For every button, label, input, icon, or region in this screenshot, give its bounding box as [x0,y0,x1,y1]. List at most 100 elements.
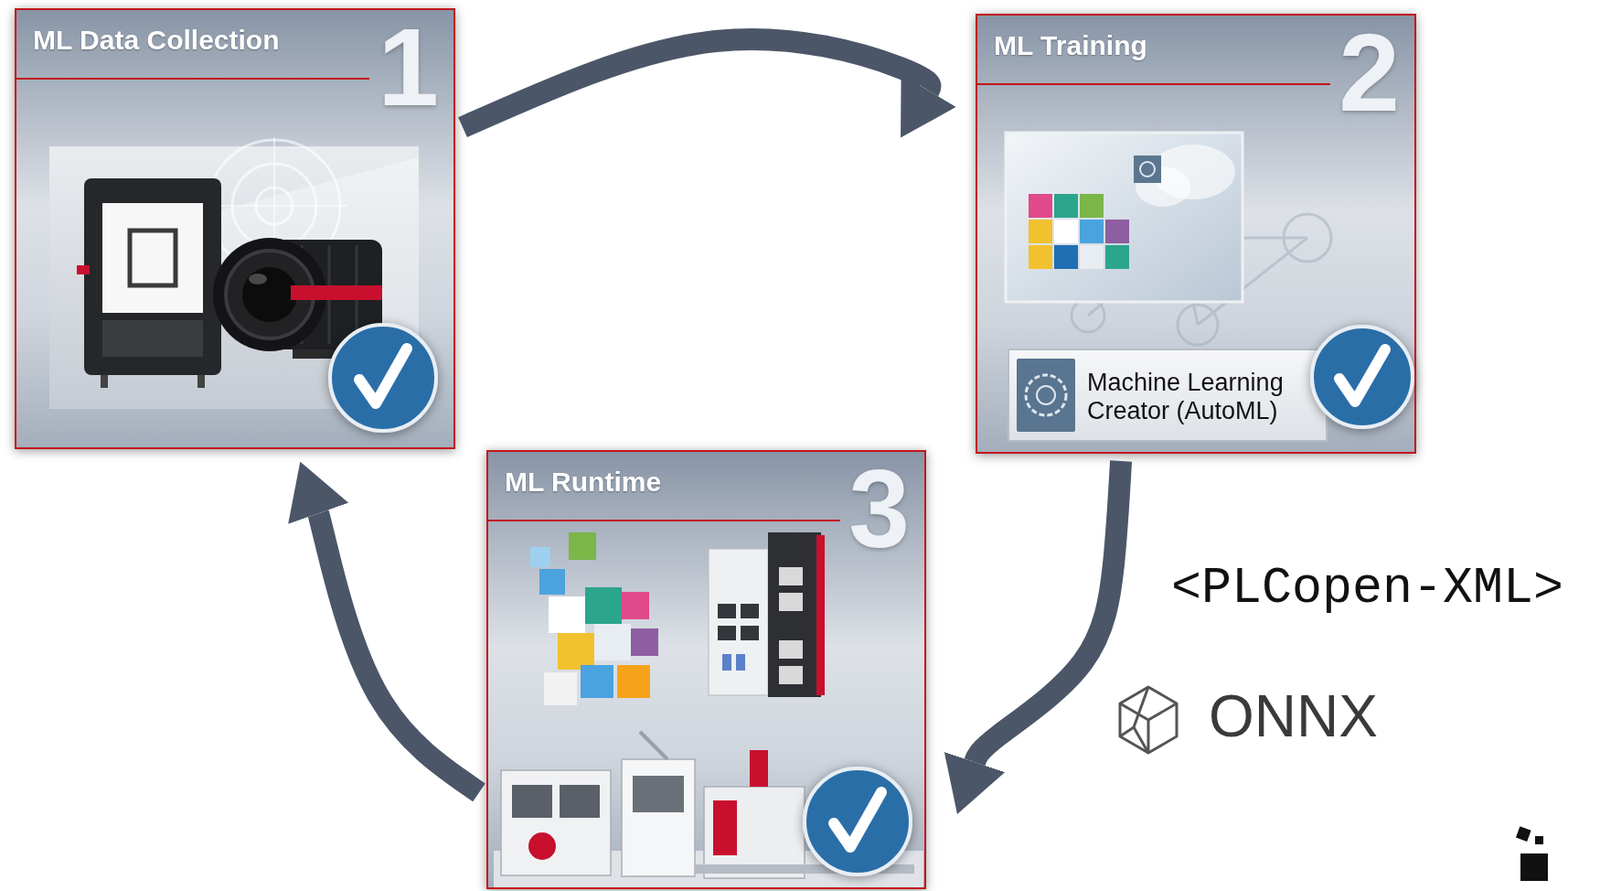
tool-box: Machine Learning Creator (AutoML) [1010,351,1329,443]
vision-hardware-picture [197,374,205,388]
runtime-picture [528,832,556,860]
runtime-picture [749,749,768,787]
onnx-logo-icon [1120,703,1177,720]
check-badge [833,791,882,847]
runtime-picture [740,625,759,640]
cycle-arrow [318,512,480,792]
runtime-picture [501,769,611,875]
title-row: ML Training 2 [977,15,1415,128]
runtime-picture [557,632,595,670]
automl-picture [1105,245,1130,269]
runtime-picture [778,665,803,684]
runtime-picture [580,664,614,698]
cycle-arrow [462,39,930,128]
check-badge [1339,349,1386,402]
runtime-picture [778,566,803,586]
check-badge [804,768,911,875]
runtime-picture [717,625,736,640]
tool-box-background [1036,385,1056,405]
vision-hardware-picture [129,230,176,286]
runtime-picture [816,534,825,695]
runtime-picture [713,800,737,855]
stage-panel: Machine Learning Creator (AutoML) ML Trai… [975,13,1417,454]
runtime-picture [585,586,622,624]
tool-box-background [1025,374,1067,416]
title-row: ML Runtime 3 [488,451,925,564]
automl-picture [1028,245,1053,269]
panel-backgrounds [14,8,1417,889]
automl-picture [1133,155,1162,183]
runtime-picture [530,546,551,567]
runtime-picture [594,623,631,661]
automl-picture [1005,132,1243,302]
automl-picture [1079,193,1104,218]
automl-picture [1140,161,1155,177]
check-badge [330,324,437,431]
automl-picture [1079,245,1104,269]
stage-panel: ML Data Collection 1 [14,8,456,449]
step-number: 3 [848,453,910,564]
runtime-picture [778,640,803,659]
step-number: 1 [377,11,439,122]
tool-box-background [1008,349,1327,441]
onnx-logo-icon [1120,726,1134,736]
onnx-logo-icon [1120,686,1177,753]
runtime-picture [621,758,695,876]
check-badge [330,324,437,431]
stage-title: ML Runtime [504,466,662,499]
check-badge [1312,326,1413,427]
stage-title: ML Data Collection [32,24,279,57]
step-number: 2 [1338,17,1400,128]
format-label: ONNX [1208,682,1378,750]
stage-title: ML Training [993,30,1148,63]
panel-backgrounds [14,8,456,449]
automl-picture [1054,219,1078,244]
tool-box-background [1016,358,1076,432]
label-text: <PLCopen-XML> [1171,559,1564,618]
title-rule [977,83,1331,86]
vision-hardware-picture [102,202,203,313]
onnx-logo-icon [1133,726,1149,753]
automl-picture [1028,193,1053,218]
vision-hardware-picture [242,266,298,322]
onnx-logo-icon [1133,686,1149,727]
stage-panel: ML Runtime 3 [486,449,927,889]
check-badge [804,768,911,875]
tool-box-background [1008,349,1327,441]
runtime-picture [539,568,566,595]
label-text: ONNX [1208,682,1378,749]
automl-picture [1028,219,1053,244]
runtime-picture [632,775,684,812]
automl-picture [1005,132,1243,302]
vision-hardware-picture [290,285,383,300]
runtime-picture [722,653,732,671]
company-logo-mark [1535,835,1544,844]
check-badge [1312,326,1413,427]
company-logo-mark [1515,825,1532,842]
tool-name: Machine Learning Creator (AutoML) [1087,368,1316,426]
vision-hardware-picture [76,265,90,275]
company-logo-mark [1520,853,1548,881]
onnx-logo-icon [1120,686,1177,753]
runtime-picture [717,603,736,619]
panel-backgrounds [975,13,1417,454]
runtime-picture [630,628,659,656]
runtime-picture [768,532,822,697]
cycle-arrow [974,460,1121,762]
automl-picture [1105,219,1130,244]
vision-hardware-picture [84,178,222,375]
runtime-picture [708,548,768,695]
runtime-picture [740,603,759,619]
company-logo-mark [1515,825,1548,881]
title-row: ML Data Collection 1 [16,10,454,122]
automl-picture [1054,193,1078,218]
runtime-picture [568,532,597,560]
runtime-picture [548,596,586,633]
automl-picture [1079,219,1104,244]
title-rule [488,519,841,522]
runtime-picture [736,653,746,671]
